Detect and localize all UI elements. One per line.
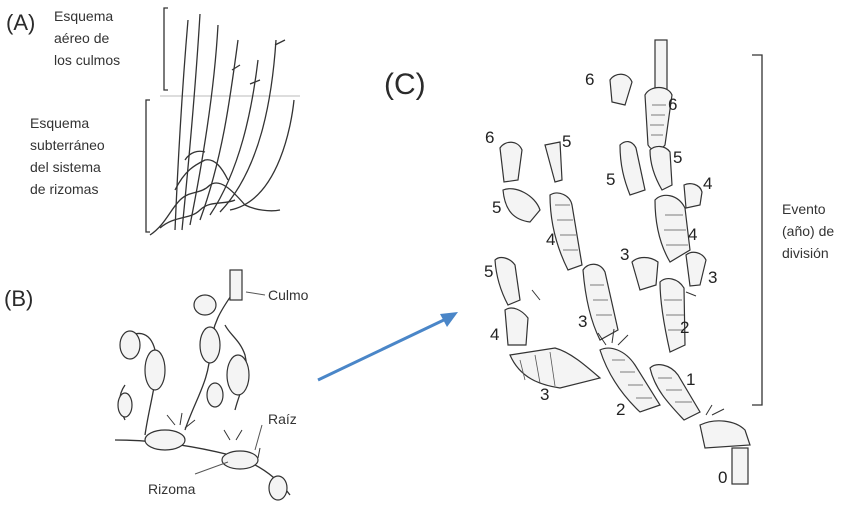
bracket-underground	[146, 100, 150, 232]
event-label: Evento (año) de división	[782, 198, 834, 264]
rhizome-axis	[115, 440, 290, 495]
culm-3	[190, 25, 218, 225]
year-number: 5	[492, 198, 501, 218]
aerial-label-line-2: aéreo de	[54, 27, 120, 49]
culm-7	[230, 100, 294, 210]
year-number: 4	[546, 230, 555, 250]
top-culm	[655, 40, 667, 92]
underground-label-line-4: de rizomas	[30, 178, 105, 200]
aerial-label-line-1: Esquema	[54, 5, 120, 27]
event-label-line-2: (año) de	[782, 220, 834, 242]
root-label: Raíz	[268, 408, 297, 430]
year-number: 3	[578, 312, 587, 332]
underground-label-line-1: Esquema	[30, 112, 105, 134]
bracket-aerial	[164, 8, 168, 90]
year-number: 6	[485, 128, 494, 148]
underground-label-line-3: del sistema	[30, 156, 105, 178]
culm-2	[182, 14, 200, 230]
aerial-label-line-3: los culmos	[54, 49, 120, 71]
panel-b-drawing	[115, 270, 290, 500]
panel-a-letter: (A)	[6, 10, 35, 36]
year-number: 5	[484, 262, 493, 282]
rhizome-label: Rizoma	[148, 478, 195, 500]
year-number: 3	[540, 385, 549, 405]
year-number: 4	[703, 174, 712, 194]
culm-label: Culmo	[268, 284, 308, 306]
panel-arrow	[318, 312, 458, 380]
base-culm	[732, 448, 748, 484]
year-number: 5	[562, 132, 571, 152]
underground-label-line-2: subterráneo	[30, 134, 105, 156]
year-number: 6	[585, 70, 594, 90]
culm-4	[200, 40, 238, 220]
year-number: 6	[668, 95, 677, 115]
panel-a-drawing	[146, 8, 300, 235]
event-label-line-1: Evento	[782, 198, 834, 220]
event-label-line-3: división	[782, 242, 834, 264]
year-number: 1	[686, 370, 695, 390]
year-number: 2	[680, 318, 689, 338]
culm-stub	[230, 270, 242, 300]
year-number: 5	[606, 170, 615, 190]
year-number: 3	[708, 268, 717, 288]
aerial-label: Esquema aéreo de los culmos	[54, 5, 120, 71]
year-number: 4	[688, 225, 697, 245]
year-number: 4	[490, 325, 499, 345]
underground-label: Esquema subterráneo del sistema de rizom…	[30, 112, 105, 200]
panel-b-letter: (B)	[4, 286, 33, 312]
year-number: 5	[673, 148, 682, 168]
culm-6	[220, 40, 276, 212]
year-number: 2	[616, 400, 625, 420]
year-number: 3	[620, 245, 629, 265]
year-number: 0	[718, 468, 727, 488]
event-bracket	[752, 55, 762, 405]
panel-c-letter: (C)	[384, 68, 426, 102]
rhizome-main	[150, 183, 280, 235]
